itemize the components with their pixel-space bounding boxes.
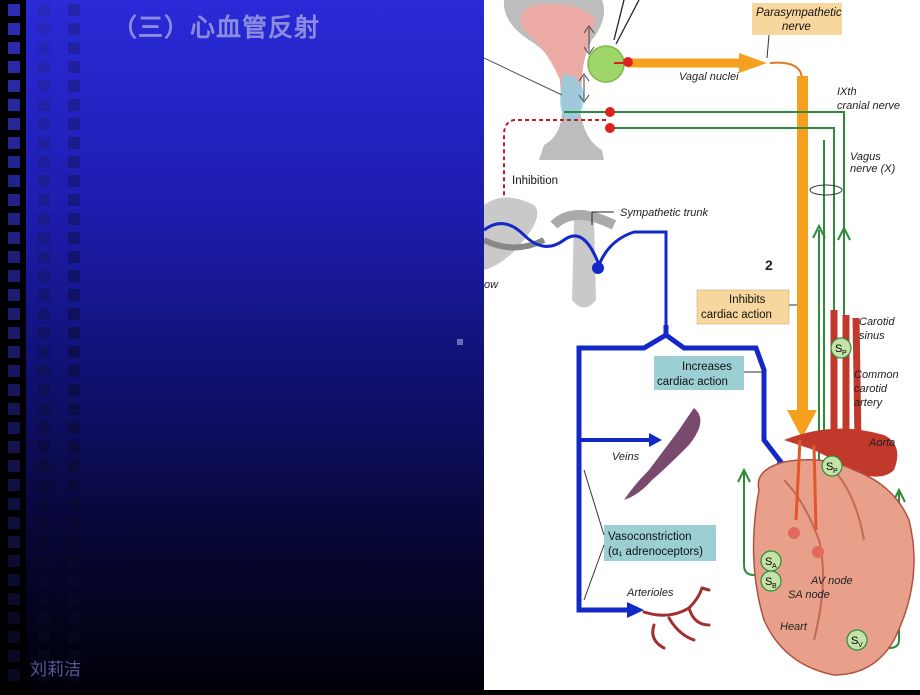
sympathetic-trunk [482,197,668,325]
svg-text:Inhibits: Inhibits [729,294,766,306]
parasympathetic-pathway [614,53,817,438]
svg-text:Increases: Increases [682,361,732,373]
svg-text:B: B [772,583,777,590]
svg-text:sinus: sinus [859,330,885,342]
arteriole-graphic [642,586,711,650]
svg-text:P: P [833,468,838,475]
svg-text:S: S [835,343,842,355]
svg-text:S: S [851,635,858,647]
decorative-squares [8,4,80,681]
svg-text:Aorta: Aorta [868,437,895,449]
svg-text:Carotid: Carotid [859,316,895,328]
slide-title: （三）心血管反射 [112,13,321,42]
slide-background [0,0,484,690]
svg-text:Heart: Heart [780,621,808,633]
svg-text:carotid: carotid [854,383,888,395]
svg-text:AV node: AV node [810,575,853,587]
svg-text:Vagus: Vagus [850,151,881,163]
svg-text:cranial nerve: cranial nerve [837,100,900,112]
parasympathetic-callout: Parasympathetic nerve [752,3,842,59]
svg-text:A: A [772,563,777,570]
svg-text:(α₁ adrenoceptors): (α₁ adrenoceptors) [608,546,703,558]
svg-text:P: P [842,350,847,357]
svg-text:S: S [765,556,772,568]
svg-text:nerve: nerve [782,21,811,33]
svg-text:ow: ow [484,279,499,291]
figure-labels: Vagal nuclei IXth cranial nerve Vagus ne… [484,71,900,633]
svg-text:Vasoconstriction: Vasoconstriction [608,531,692,543]
svg-text:2: 2 [765,257,773,273]
vasoconstriction-callout: Vasoconstriction (α₁ adrenoceptors) [583,469,716,601]
svg-text:cardiac action: cardiac action [701,309,772,321]
decorative-dot [457,339,463,345]
svg-text:S: S [765,576,772,588]
increases-callout: Increases cardiac action [654,356,764,390]
nucleus-dots [605,107,615,133]
slide-footer: 刘莉洁 [30,660,81,680]
vein-graphic [624,408,701,500]
svg-text:Vagal nuclei: Vagal nuclei [679,71,739,83]
svg-text:V: V [858,642,863,649]
svg-text:cardiac action: cardiac action [657,376,728,388]
svg-text:Sympathetic trunk: Sympathetic trunk [620,207,709,219]
svg-text:IXth: IXth [837,86,857,98]
svg-text:Parasympathetic: Parasympathetic [756,7,842,19]
svg-text:S: S [826,461,833,473]
av-node-dot [812,546,824,558]
svg-text:Inhibition: Inhibition [512,175,558,187]
svg-text:Arterioles: Arterioles [626,587,674,599]
inhibits-callout: Inhibits cardiac action [696,289,797,325]
svg-text:SA node: SA node [788,589,830,601]
svg-text:Common: Common [854,369,899,381]
svg-text:Veins: Veins [612,451,640,463]
svg-text:artery: artery [854,397,884,409]
sa-node-dot [788,527,800,539]
brainstem [483,0,640,160]
svg-text:nerve (X): nerve (X) [850,163,896,175]
heart-graphic [752,310,915,676]
